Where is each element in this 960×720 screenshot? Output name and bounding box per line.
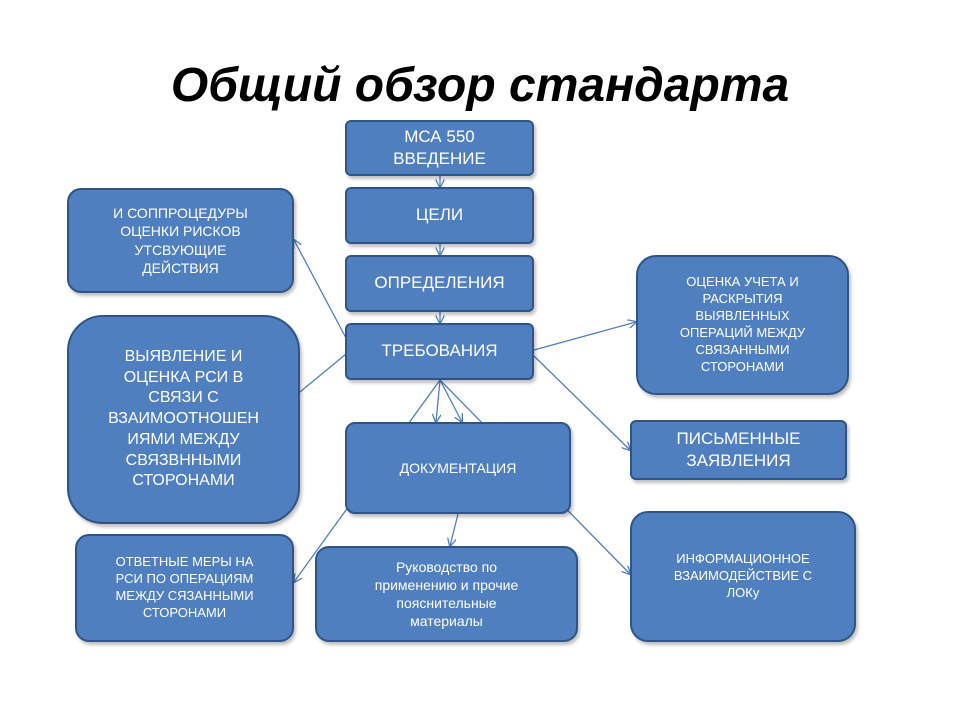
- link-requirements-accounting: [533, 322, 636, 351]
- definitions-box: ОПРЕДЕЛЕНИЯ: [345, 255, 534, 312]
- documentation-text: ДОКУМЕНТАЦИЯ: [399, 459, 517, 476]
- identify-rsi-box: ВЫЯВЛЕНИЕ И ОЦЕНКА РСИ В СВЯЗИ С ВЗАИМОО…: [67, 315, 300, 524]
- link-requirements-identify-rsi: [299, 353, 347, 393]
- link-documentation-guidance: [450, 513, 459, 546]
- guidance-text: Руководство по применению и прочие поясн…: [374, 558, 519, 630]
- guidance-box: Руководство по применению и прочие поясн…: [315, 546, 578, 642]
- link-requirements-risk-procedures: [294, 240, 347, 339]
- intro-text: МСА 550 ВВЕДЕНИЕ: [393, 126, 486, 168]
- intro-box: МСА 550 ВВЕДЕНИЕ: [345, 120, 534, 176]
- documentation-box: ДОКУМЕНТАЦИЯ: [345, 422, 571, 514]
- requirements-box: ТРЕБОВАНИЯ: [345, 323, 534, 380]
- link-requirements-written: [533, 355, 630, 450]
- requirements-text: ТРЕБОВАНИЯ: [381, 341, 498, 361]
- page-title: Общий обзор стандарта: [170, 59, 790, 112]
- written-statements-box: ПИСЬМЕННЫЕ ЗАЯВЛЕНИЯ: [630, 420, 847, 480]
- response-measures-text: ОТВЕТНЫЕ МЕРЫ НА РСИ ПО ОПЕРАЦИЯМ МЕЖДУ …: [115, 554, 254, 620]
- accounting-disclosure-box: ОЦЕНКА УЧЕТА И РАСКРЫТИЯ ВЫЯВЛЕННЫХ ОПЕР…: [636, 255, 849, 395]
- written-statements-text: ПИСЬМЕННЫЕ ЗАЯВЛЕНИЯ: [676, 428, 801, 470]
- risk-procedures-text: И СОППРОЦЕДУРЫ ОЦЕНКИ РИСКОВ УТСВУЮЩИЕ Д…: [113, 205, 248, 276]
- response-measures-box: ОТВЕТНЫЕ МЕРЫ НА РСИ ПО ОПЕРАЦИЯМ МЕЖДУ …: [75, 534, 294, 642]
- link-requirements-documentation-b: [436, 379, 440, 422]
- info-exchange-box: ИНФОРМАЦИОННОЕ ВЗАИМОДЕЙСТВИЕ С ЛОКу: [630, 511, 856, 642]
- accounting-disclosure-text: ОЦЕНКА УЧЕТА И РАСКРЫТИЯ ВЫЯВЛЕННЫХ ОПЕР…: [679, 274, 806, 374]
- goals-box: ЦЕЛИ: [345, 187, 534, 244]
- definitions-text: ОПРЕДЕЛЕНИЯ: [374, 273, 505, 293]
- goals-text: ЦЕЛИ: [415, 205, 464, 225]
- link-requirements-documentation-a: [439, 379, 462, 422]
- info-exchange-text: ИНФОРМАЦИОННОЕ ВЗАИМОДЕЙСТВИЕ С ЛОКу: [673, 551, 813, 600]
- risk-procedures-box: И СОППРОЦЕДУРЫ ОЦЕНКИ РИСКОВ УТСВУЮЩИЕ Д…: [67, 188, 294, 293]
- identify-rsi-text: ВЫЯВЛЕНИЕ И ОЦЕНКА РСИ В СВЯЗИ С ВЗАИМОО…: [108, 347, 259, 490]
